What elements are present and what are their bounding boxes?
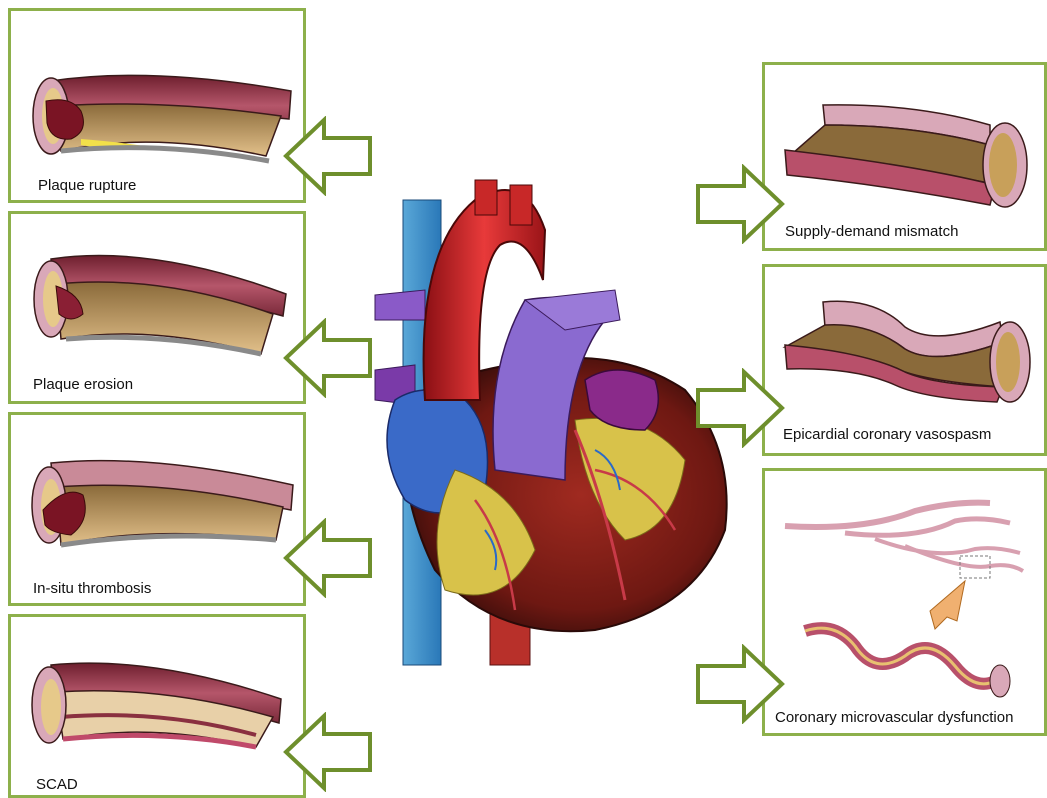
arrow-left-plaque-rupture bbox=[282, 116, 374, 196]
panel-epicardial-coronary-vasospasm: Epicardial coronary vasospasm bbox=[762, 264, 1047, 456]
label-plaque-erosion: Plaque erosion bbox=[33, 376, 133, 393]
arrow-left-scad bbox=[282, 712, 374, 792]
label-epicardial-coronary-vasospasm: Epicardial coronary vasospasm bbox=[783, 426, 991, 443]
label-plaque-rupture: Plaque rupture bbox=[38, 177, 136, 194]
label-scad: SCAD bbox=[36, 776, 78, 793]
panel-in-situ-thrombosis: In-situ thrombosis bbox=[8, 412, 306, 606]
panel-coronary-microvascular-dysfunction: Coronary microvascular dysfunction bbox=[762, 468, 1047, 736]
vessel-plaque-erosion-illustration bbox=[11, 214, 303, 401]
label-supply-demand-mismatch: Supply-demand mismatch bbox=[785, 223, 958, 240]
vessel-supply-demand-illustration bbox=[765, 65, 1044, 248]
arrow-right-vasospasm bbox=[694, 368, 786, 448]
panel-plaque-rupture: Plaque rupture bbox=[8, 8, 306, 203]
vessel-in-situ-thrombosis-illustration bbox=[11, 415, 303, 603]
arrow-left-in-situ-thrombosis bbox=[282, 518, 374, 598]
vessel-scad-illustration bbox=[11, 617, 303, 798]
label-in-situ-thrombosis: In-situ thrombosis bbox=[33, 580, 151, 597]
heart-illustration bbox=[365, 170, 735, 670]
vessel-plaque-rupture-illustration bbox=[11, 11, 303, 200]
microvessel-illustration bbox=[765, 471, 1044, 733]
panel-supply-demand-mismatch: Supply-demand mismatch bbox=[762, 62, 1047, 251]
label-coronary-microvascular-dysfunction: Coronary microvascular dysfunction bbox=[775, 709, 1013, 726]
arrow-right-supply-demand bbox=[694, 164, 786, 244]
arrow-left-plaque-erosion bbox=[282, 318, 374, 398]
panel-plaque-erosion: Plaque erosion bbox=[8, 211, 306, 404]
panel-scad: SCAD bbox=[8, 614, 306, 798]
arrow-right-microvascular bbox=[694, 644, 786, 724]
